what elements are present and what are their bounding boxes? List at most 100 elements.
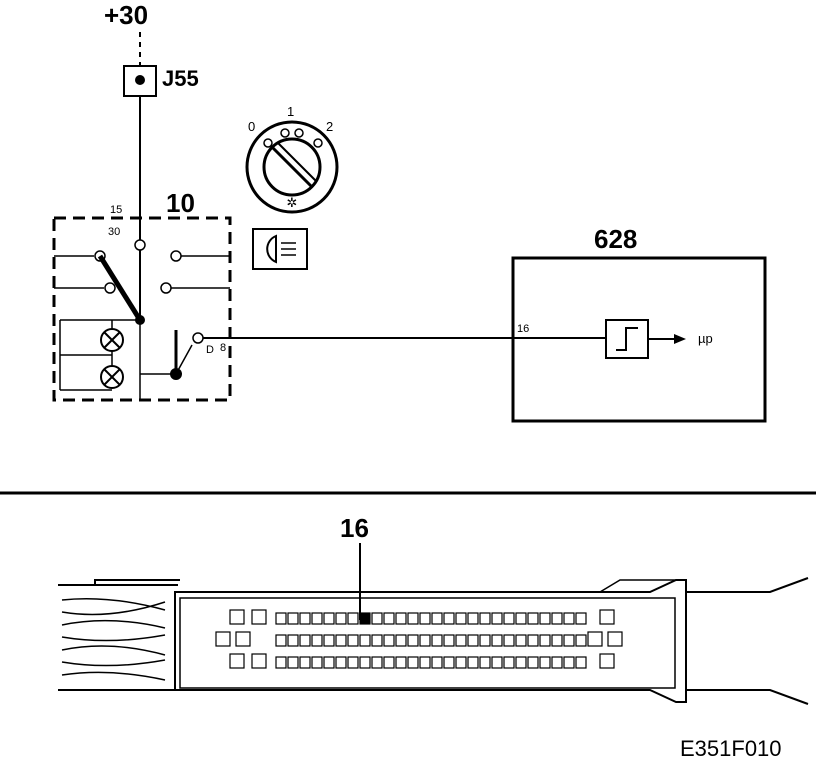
connector-pin (311, 634, 323, 647)
connector-pin (407, 634, 419, 647)
connector-pin (479, 634, 491, 647)
connector-pin (407, 612, 419, 625)
connector-pin (607, 631, 623, 647)
connector-pin (419, 656, 431, 669)
connector-pin (311, 612, 323, 625)
connector-pin (419, 612, 431, 625)
connector-pin (347, 656, 359, 669)
connector-pin (503, 612, 515, 625)
connector-pin (515, 612, 527, 625)
connector-pin (383, 656, 395, 669)
supply-label: +30 (104, 0, 148, 30)
connector-pin (275, 634, 287, 647)
wire-harness (58, 579, 180, 691)
connector-pin (563, 612, 575, 625)
connector-pin (371, 612, 383, 625)
schmitt-trigger-symbol (616, 327, 638, 351)
switch-pos-2: 2 (326, 119, 333, 134)
connector-pin (443, 612, 455, 625)
connector-pin (335, 634, 347, 647)
switch-pos-1: 1 (287, 104, 294, 119)
pin-8-label: 8 (220, 342, 226, 354)
connector-pin (395, 634, 407, 647)
connector-pin (551, 634, 563, 647)
connector-pin (527, 634, 539, 647)
connector-pin (599, 653, 615, 669)
connector-pin (467, 634, 479, 647)
connector-pin (359, 656, 371, 669)
ecu-pin-16-label: 16 (517, 323, 529, 335)
connector-pin (491, 634, 503, 647)
connector-pin (503, 634, 515, 647)
connector-pin (287, 656, 299, 669)
connector-pin (527, 656, 539, 669)
connector-pin (359, 634, 371, 647)
connector-pin (287, 634, 299, 647)
connector-pin (323, 634, 335, 647)
connector-pin (275, 612, 287, 625)
connector-pin (563, 656, 575, 669)
connector-pin (455, 612, 467, 625)
connector-pin (455, 634, 467, 647)
pin-15-label: 15 (110, 204, 122, 216)
connector-pin-rows (215, 609, 623, 669)
switch-internals (54, 239, 230, 400)
switch-label: 10 (166, 188, 195, 218)
ecu-label: 628 (594, 224, 637, 254)
connector-pin (515, 656, 527, 669)
connector-pin (479, 612, 491, 625)
connector-pin (443, 634, 455, 647)
connector-pin (431, 656, 443, 669)
connector-pin (527, 612, 539, 625)
connector-pin (563, 634, 575, 647)
connector-pin-label: 16 (340, 513, 369, 543)
connector-pin (395, 612, 407, 625)
connector-pin (299, 612, 311, 625)
connector-pin (539, 612, 551, 625)
connector-pin (539, 634, 551, 647)
svg-text:✲: ✲ (287, 195, 298, 210)
connector-pin (229, 653, 245, 669)
connector-pin (419, 634, 431, 647)
pin-30-label: 30 (108, 226, 120, 238)
connector-pin (575, 612, 587, 625)
micro-label: µp (698, 331, 713, 346)
connector-pin (335, 656, 347, 669)
connector-pin (575, 656, 587, 669)
connector-pin (467, 656, 479, 669)
connector-pin (431, 634, 443, 647)
pin-d-label: D (206, 344, 214, 356)
connector-pin (503, 656, 515, 669)
connector-pin (455, 656, 467, 669)
switch-unit-box (52, 216, 232, 402)
connector-pin (215, 631, 231, 647)
figure-id: E351F010 (680, 736, 782, 761)
connector-pin (443, 656, 455, 669)
connector-pin (371, 656, 383, 669)
connector-pin (407, 656, 419, 669)
fuse-node (135, 75, 145, 85)
connector-pin (251, 609, 267, 625)
connector-pin (599, 609, 615, 625)
connector-pin (335, 612, 347, 625)
connector-pin (299, 656, 311, 669)
connector-pin (431, 612, 443, 625)
connector-pin (347, 612, 359, 625)
ecu-box (511, 256, 767, 423)
connector-pin (467, 612, 479, 625)
connector-pin (491, 612, 503, 625)
connector-pin (299, 634, 311, 647)
connector-pin (551, 612, 563, 625)
connector-pin (251, 653, 267, 669)
connector-pin (311, 656, 323, 669)
connector-pin (575, 634, 587, 647)
switch-pos-0: 0 (248, 119, 255, 134)
output-arrow-head (674, 334, 686, 344)
connector-pin (323, 656, 335, 669)
connector-pin (383, 634, 395, 647)
connector-pin (323, 612, 335, 625)
connector-pin (515, 634, 527, 647)
connector-body (174, 577, 809, 705)
connector-pin (551, 656, 563, 669)
